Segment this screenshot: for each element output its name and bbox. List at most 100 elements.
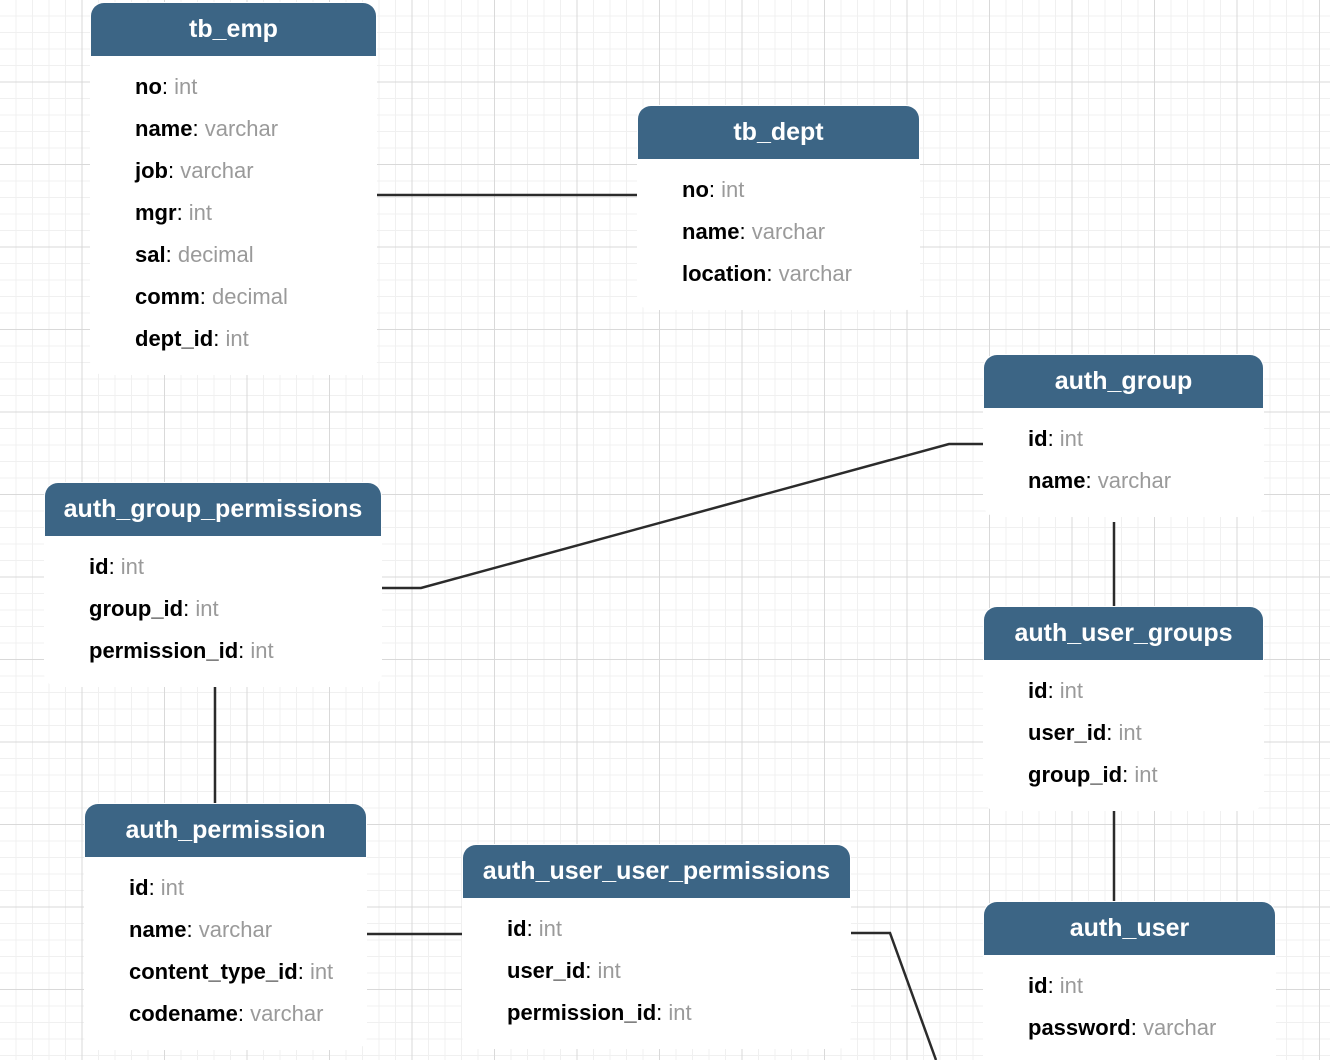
field-name: name <box>135 116 193 141</box>
field-separator: : <box>161 74 175 99</box>
field-separator: : <box>168 158 181 183</box>
field-name: dept_id <box>135 326 214 351</box>
field-name: id <box>1028 678 1048 703</box>
field-name: group_id <box>1028 762 1123 787</box>
field-name: name <box>682 219 740 244</box>
field-type: int <box>174 74 198 99</box>
field-row[interactable]: id: int <box>45 546 381 588</box>
field-separator: : <box>297 959 310 984</box>
field-type: int <box>668 1000 692 1025</box>
field-row[interactable]: permission_id: int <box>463 992 850 1034</box>
field-separator: : <box>192 116 205 141</box>
field-separator: : <box>165 242 178 267</box>
field-type: decimal <box>212 284 288 309</box>
field-row[interactable]: mgr: int <box>91 192 376 234</box>
field-row[interactable]: no: int <box>638 169 919 211</box>
field-row[interactable]: password: varchar <box>984 1007 1275 1049</box>
field-type: int <box>1059 678 1084 703</box>
field-name: user_id <box>1028 720 1107 745</box>
field-row[interactable]: dept_id: int <box>91 318 376 360</box>
field-separator: : <box>1130 1015 1143 1040</box>
field-separator: : <box>1106 720 1119 745</box>
field-name: id <box>1028 426 1048 451</box>
field-type: varchar <box>204 116 279 141</box>
field-name: codename <box>129 1001 238 1026</box>
field-row[interactable]: name: varchar <box>85 909 366 951</box>
field-type: varchar <box>180 158 254 183</box>
field-separator: : <box>656 1000 669 1025</box>
table-title-auth_group_permissions: auth_group_permissions <box>45 483 381 536</box>
field-name: permission_id <box>89 638 239 663</box>
field-type: int <box>538 916 563 941</box>
edge-auth_user_user_permissions-auth_user[interactable] <box>851 931 938 1060</box>
field-type: int <box>160 875 185 900</box>
field-row[interactable]: id: int <box>984 418 1263 460</box>
field-name: location <box>682 261 767 286</box>
field-name: id <box>89 554 109 579</box>
field-type: int <box>120 554 145 579</box>
field-type: decimal <box>177 242 254 267</box>
field-type: varchar <box>198 917 273 942</box>
field-type: datetime <box>1143 1057 1227 1060</box>
field-type: varchar <box>1142 1015 1217 1040</box>
field-row[interactable]: user_id: int <box>463 950 850 992</box>
field-separator: : <box>1085 468 1098 493</box>
field-separator: : <box>176 200 189 225</box>
field-name: password <box>1028 1015 1131 1040</box>
field-name: no <box>135 74 162 99</box>
table-title-auth_permission: auth_permission <box>85 804 366 857</box>
field-row[interactable]: id: int <box>984 965 1275 1007</box>
field-separator: : <box>199 284 213 309</box>
field-separator: : <box>1047 426 1060 451</box>
field-type: int <box>1118 720 1142 745</box>
field-name: permission_id <box>507 1000 657 1025</box>
field-row[interactable]: id: int <box>984 670 1263 712</box>
field-row[interactable]: group_id: int <box>45 588 381 630</box>
field-name: comm <box>135 284 200 309</box>
field-row[interactable]: sal: decimal <box>91 234 376 276</box>
field-separator: : <box>186 917 199 942</box>
table-title-tb_emp: tb_emp <box>91 3 376 56</box>
field-name: id <box>507 916 527 941</box>
field-type: int <box>1059 426 1084 451</box>
field-type: int <box>188 200 213 225</box>
field-row[interactable]: comm: decimal <box>91 276 376 318</box>
field-separator: : <box>238 638 251 663</box>
field-row[interactable]: group_id: int <box>984 754 1263 796</box>
field-row[interactable]: codename: varchar <box>85 993 366 1035</box>
field-row[interactable]: id: int <box>463 908 850 950</box>
field-row[interactable]: location: varchar <box>638 253 919 295</box>
field-type: varchar <box>250 1001 324 1026</box>
field-type: varchar <box>751 219 826 244</box>
field-row[interactable]: name: varchar <box>91 108 376 150</box>
field-separator: : <box>766 261 779 286</box>
field-row[interactable]: name: varchar <box>638 211 919 253</box>
field-name: user_id <box>507 958 586 983</box>
field-type: int <box>309 959 334 984</box>
field-row[interactable]: user_id: int <box>984 712 1263 754</box>
field-row[interactable]: permission_id: int <box>45 630 381 672</box>
field-row[interactable]: no: int <box>91 66 376 108</box>
field-row[interactable]: content_type_id: int <box>85 951 366 993</box>
table-title-auth_group: auth_group <box>984 355 1263 408</box>
field-row[interactable]: name: varchar <box>984 460 1263 502</box>
field-separator: : <box>585 958 598 983</box>
edge-auth_group_permissions-auth_group[interactable] <box>382 442 984 590</box>
field-row[interactable]: id: int <box>85 867 366 909</box>
field-row[interactable]: last_login: datetime <box>984 1049 1275 1060</box>
field-row[interactable]: job: varchar <box>91 150 376 192</box>
field-separator: : <box>1131 1057 1143 1060</box>
